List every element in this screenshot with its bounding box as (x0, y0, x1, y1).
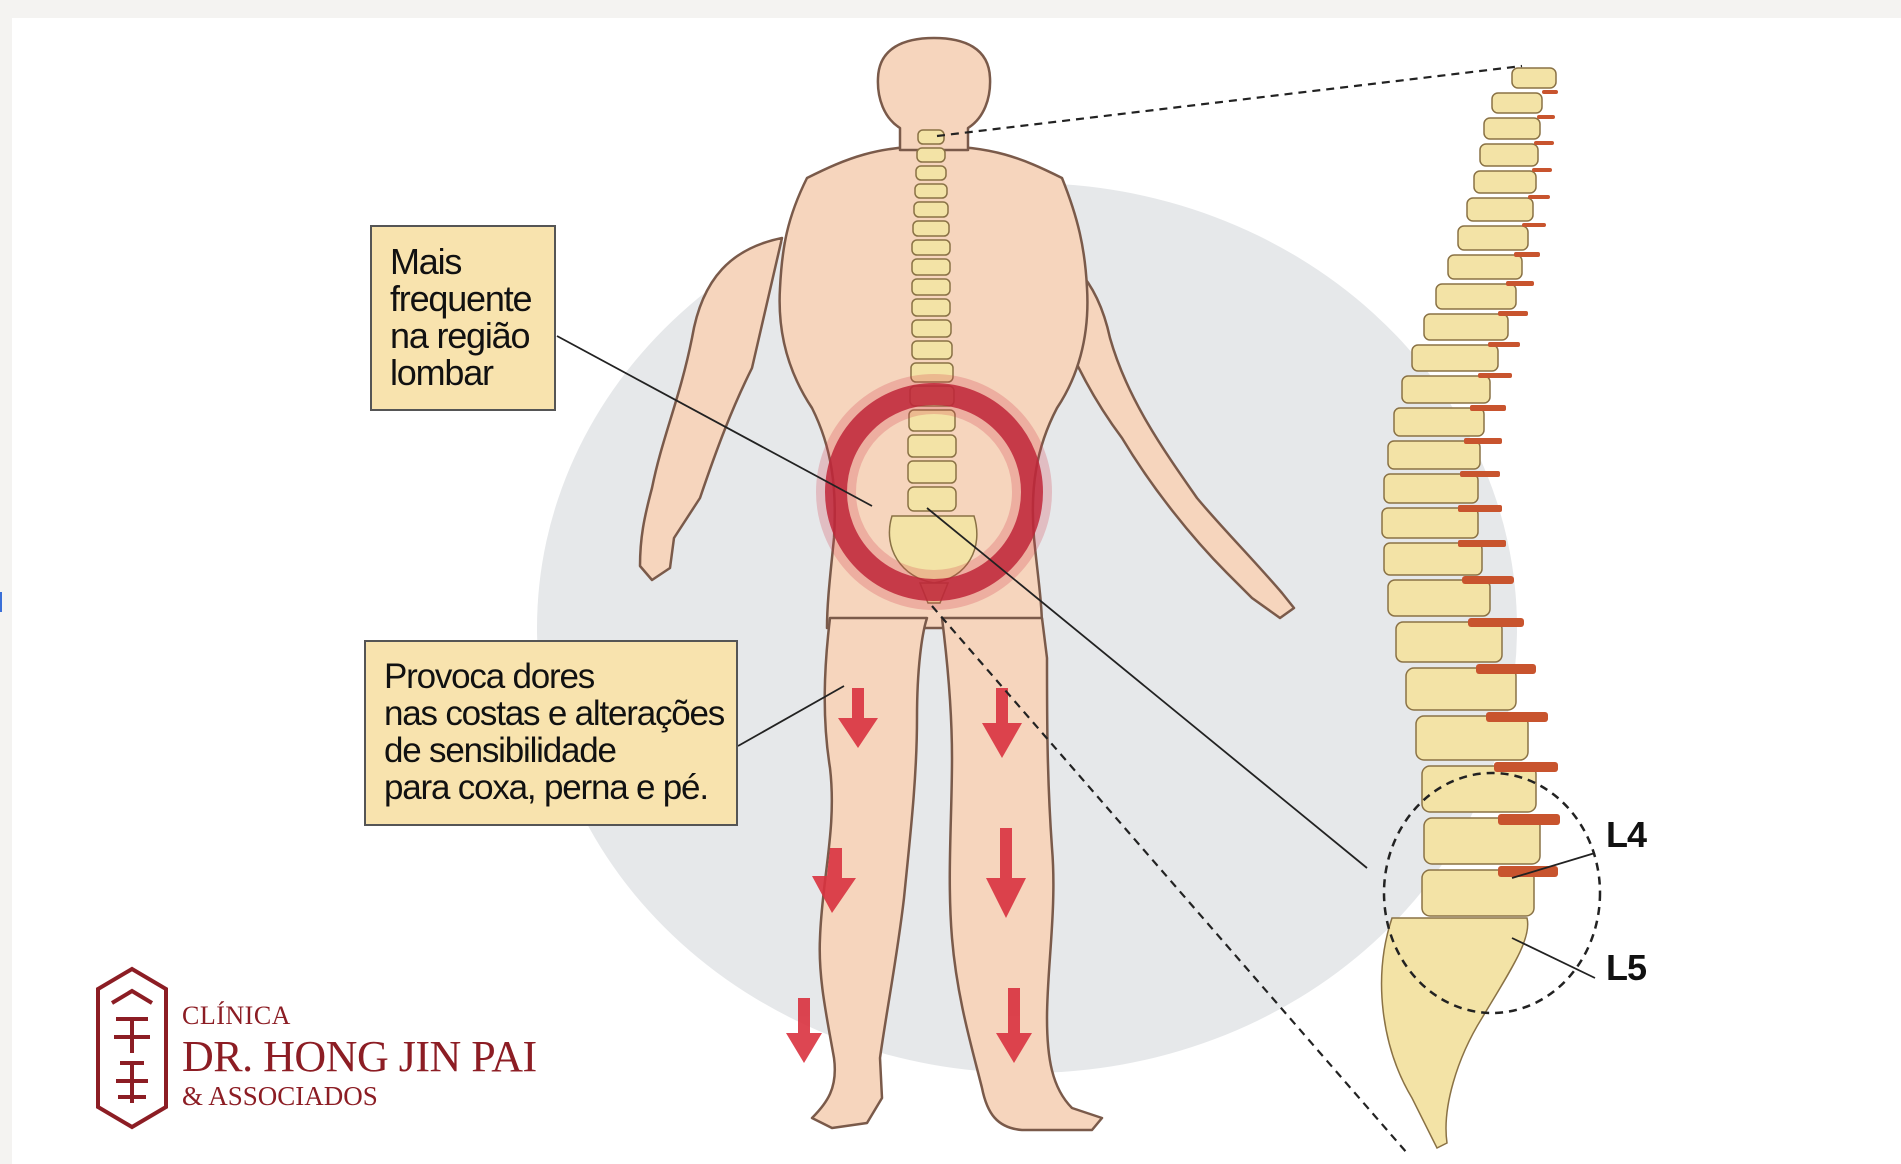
callout-symptoms: Provoca dores nas costas e alterações de… (364, 640, 738, 826)
logo-line-clinica: CLÍNICA (182, 1001, 291, 1031)
clinic-logo: CLÍNICA DR. HONG JIN PAI & ASSOCIADOS (92, 963, 562, 1138)
callout-lumbar-region: Mais frequente na região lombar (370, 225, 556, 411)
illustration-canvas: Mais frequente na região lombar Provoca … (12, 18, 1901, 1164)
label-l4: L4 (1606, 814, 1646, 856)
label-l5: L5 (1606, 947, 1646, 989)
lateral-spine (1382, 68, 1560, 1148)
logo-line-doctor: DR. HONG JIN PAI (182, 1031, 537, 1082)
logo-line-associados: & ASSOCIADOS (182, 1081, 378, 1112)
text-cursor-mark (0, 592, 2, 612)
clinic-emblem-icon (92, 963, 172, 1133)
